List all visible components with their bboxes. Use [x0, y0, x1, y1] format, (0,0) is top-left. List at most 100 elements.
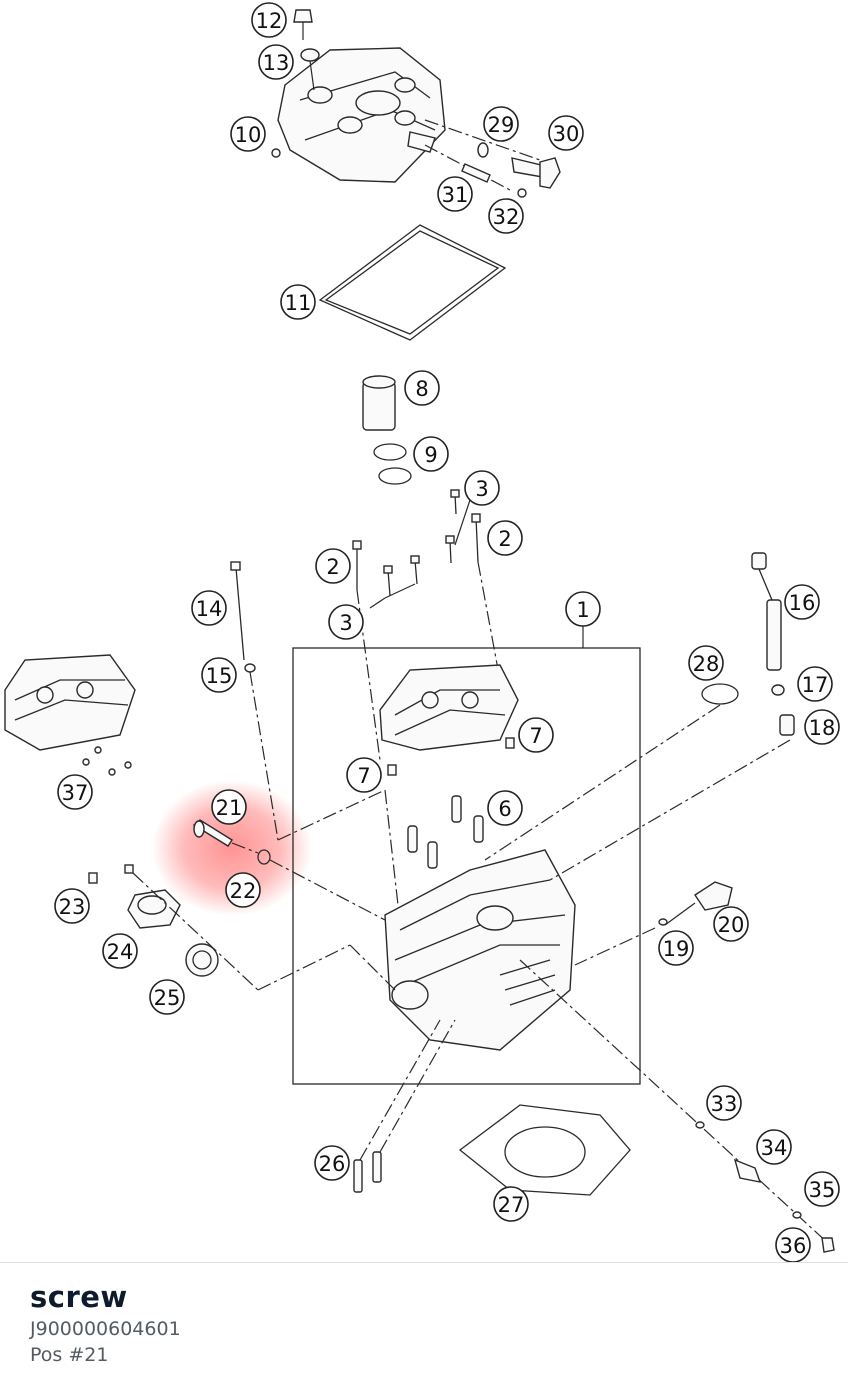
valve-cover — [271, 47, 446, 183]
callout-label: 19 — [663, 937, 690, 961]
callout-label: 6 — [498, 797, 511, 821]
part-name: screw — [30, 1280, 128, 1314]
callout-label: 7 — [529, 724, 542, 748]
callout-20[interactable]: 20 — [713, 906, 749, 942]
callout-label: 16 — [789, 591, 816, 615]
callout-18[interactable]: 18 — [804, 709, 840, 745]
callout-22[interactable]: 22 — [225, 872, 261, 908]
callout-13[interactable]: 13 — [258, 44, 294, 80]
callout-10[interactable]: 10 — [230, 116, 266, 152]
callout-label: 21 — [216, 796, 243, 820]
callout-label: 14 — [196, 597, 223, 621]
callout-label: 15 — [206, 664, 233, 688]
callout-label: 18 — [809, 716, 836, 740]
callout-26[interactable]: 26 — [314, 1145, 350, 1181]
callout-2[interactable]: 2 — [487, 520, 523, 556]
callout-label: 9 — [424, 443, 437, 467]
breather-fittings — [424, 119, 561, 198]
callout-14[interactable]: 14 — [191, 590, 227, 626]
callout-34[interactable]: 34 — [756, 1129, 792, 1165]
callout-label: 36 — [780, 1234, 807, 1258]
callout-label: 11 — [285, 291, 312, 315]
callout-30[interactable]: 30 — [548, 115, 584, 151]
callout-label: 1 — [576, 598, 589, 622]
head-gasket — [458, 1104, 631, 1196]
callout-9[interactable]: 9 — [413, 436, 449, 472]
callout-37[interactable]: 37 — [57, 774, 93, 810]
callout-7[interactable]: 7 — [518, 717, 554, 753]
part-number: J900000604601 — [30, 1318, 181, 1340]
callout-12[interactable]: 12 — [251, 2, 287, 38]
cylinder-head — [384, 849, 576, 1051]
callout-label: 32 — [493, 205, 520, 229]
callout-11[interactable]: 11 — [280, 284, 316, 320]
callout-32[interactable]: 32 — [488, 198, 524, 234]
callout-25[interactable]: 25 — [149, 979, 185, 1015]
callout-label: 23 — [59, 895, 86, 919]
callout-19[interactable]: 19 — [658, 930, 694, 966]
callout-label: 3 — [339, 611, 352, 635]
callout-label: 30 — [553, 122, 580, 146]
callout-label: 8 — [415, 377, 428, 401]
temperature-sensor — [574, 881, 733, 966]
selected-part-highlight — [152, 780, 312, 916]
callout-label: 24 — [107, 940, 134, 964]
callout-33[interactable]: 33 — [706, 1085, 742, 1121]
cylinder-head-bolts — [352, 489, 501, 761]
callout-label: 13 — [263, 51, 290, 75]
camshaft-carrier-kit — [4, 654, 136, 776]
screw-part-21[interactable] — [192, 789, 399, 921]
thermostat-housing — [88, 864, 396, 991]
long-bolt-right — [549, 552, 795, 881]
camshaft-carrier — [379, 664, 519, 776]
callout-leaders — [369, 499, 471, 609]
callout-label: 34 — [761, 1136, 788, 1160]
callout-24[interactable]: 24 — [102, 933, 138, 969]
callout-27[interactable]: 27 — [493, 1186, 529, 1222]
callout-6[interactable]: 6 — [487, 790, 523, 826]
callout-label: 29 — [488, 113, 515, 137]
oil-filter-parts — [362, 375, 412, 485]
callout-label: 26 — [319, 1152, 346, 1176]
callout-8[interactable]: 8 — [404, 370, 440, 406]
callout-label: 33 — [711, 1092, 738, 1116]
callout-17[interactable]: 17 — [797, 666, 833, 702]
oil-cap-screw — [293, 9, 320, 91]
callout-label: 35 — [809, 1178, 836, 1202]
callout-label: 31 — [442, 183, 469, 207]
callout-23[interactable]: 23 — [54, 888, 90, 924]
valve-cover-gasket — [318, 224, 507, 341]
callout-label: 28 — [693, 652, 720, 676]
part-position: Pos #21 — [30, 1344, 109, 1366]
long-bolt-left — [230, 561, 279, 841]
callout-label: 2 — [498, 527, 511, 551]
callout-3[interactable]: 3 — [328, 604, 364, 640]
callout-28[interactable]: 28 — [688, 645, 724, 681]
callout-label: 20 — [718, 913, 745, 937]
o-ring — [484, 683, 739, 861]
callout-3[interactable]: 3 — [464, 470, 500, 506]
callout-label: 17 — [802, 673, 829, 697]
callout-29[interactable]: 29 — [483, 106, 519, 142]
section-divider — [0, 1262, 848, 1263]
callout-2[interactable]: 2 — [315, 548, 351, 584]
selected-part-info: screw J900000604601 Pos #21 — [30, 1280, 181, 1366]
callout-7[interactable]: 7 — [346, 757, 382, 793]
valve-tappets — [407, 795, 484, 869]
callout-label: 22 — [230, 879, 257, 903]
callout-36[interactable]: 36 — [775, 1227, 811, 1262]
callout-label: 10 — [235, 123, 262, 147]
lower-right-fasteners — [519, 959, 835, 1253]
callout-label: 12 — [256, 9, 283, 33]
cylinder-head-frame — [292, 625, 641, 1085]
callout-31[interactable]: 31 — [437, 176, 473, 212]
callout-label: 7 — [357, 764, 370, 788]
callout-label: 2 — [326, 555, 339, 579]
callout-21[interactable]: 21 — [211, 789, 247, 825]
callout-label: 27 — [498, 1193, 525, 1217]
callout-1[interactable]: 1 — [565, 591, 601, 627]
callout-16[interactable]: 16 — [784, 584, 820, 620]
callout-35[interactable]: 35 — [804, 1171, 840, 1207]
callout-15[interactable]: 15 — [201, 657, 237, 693]
